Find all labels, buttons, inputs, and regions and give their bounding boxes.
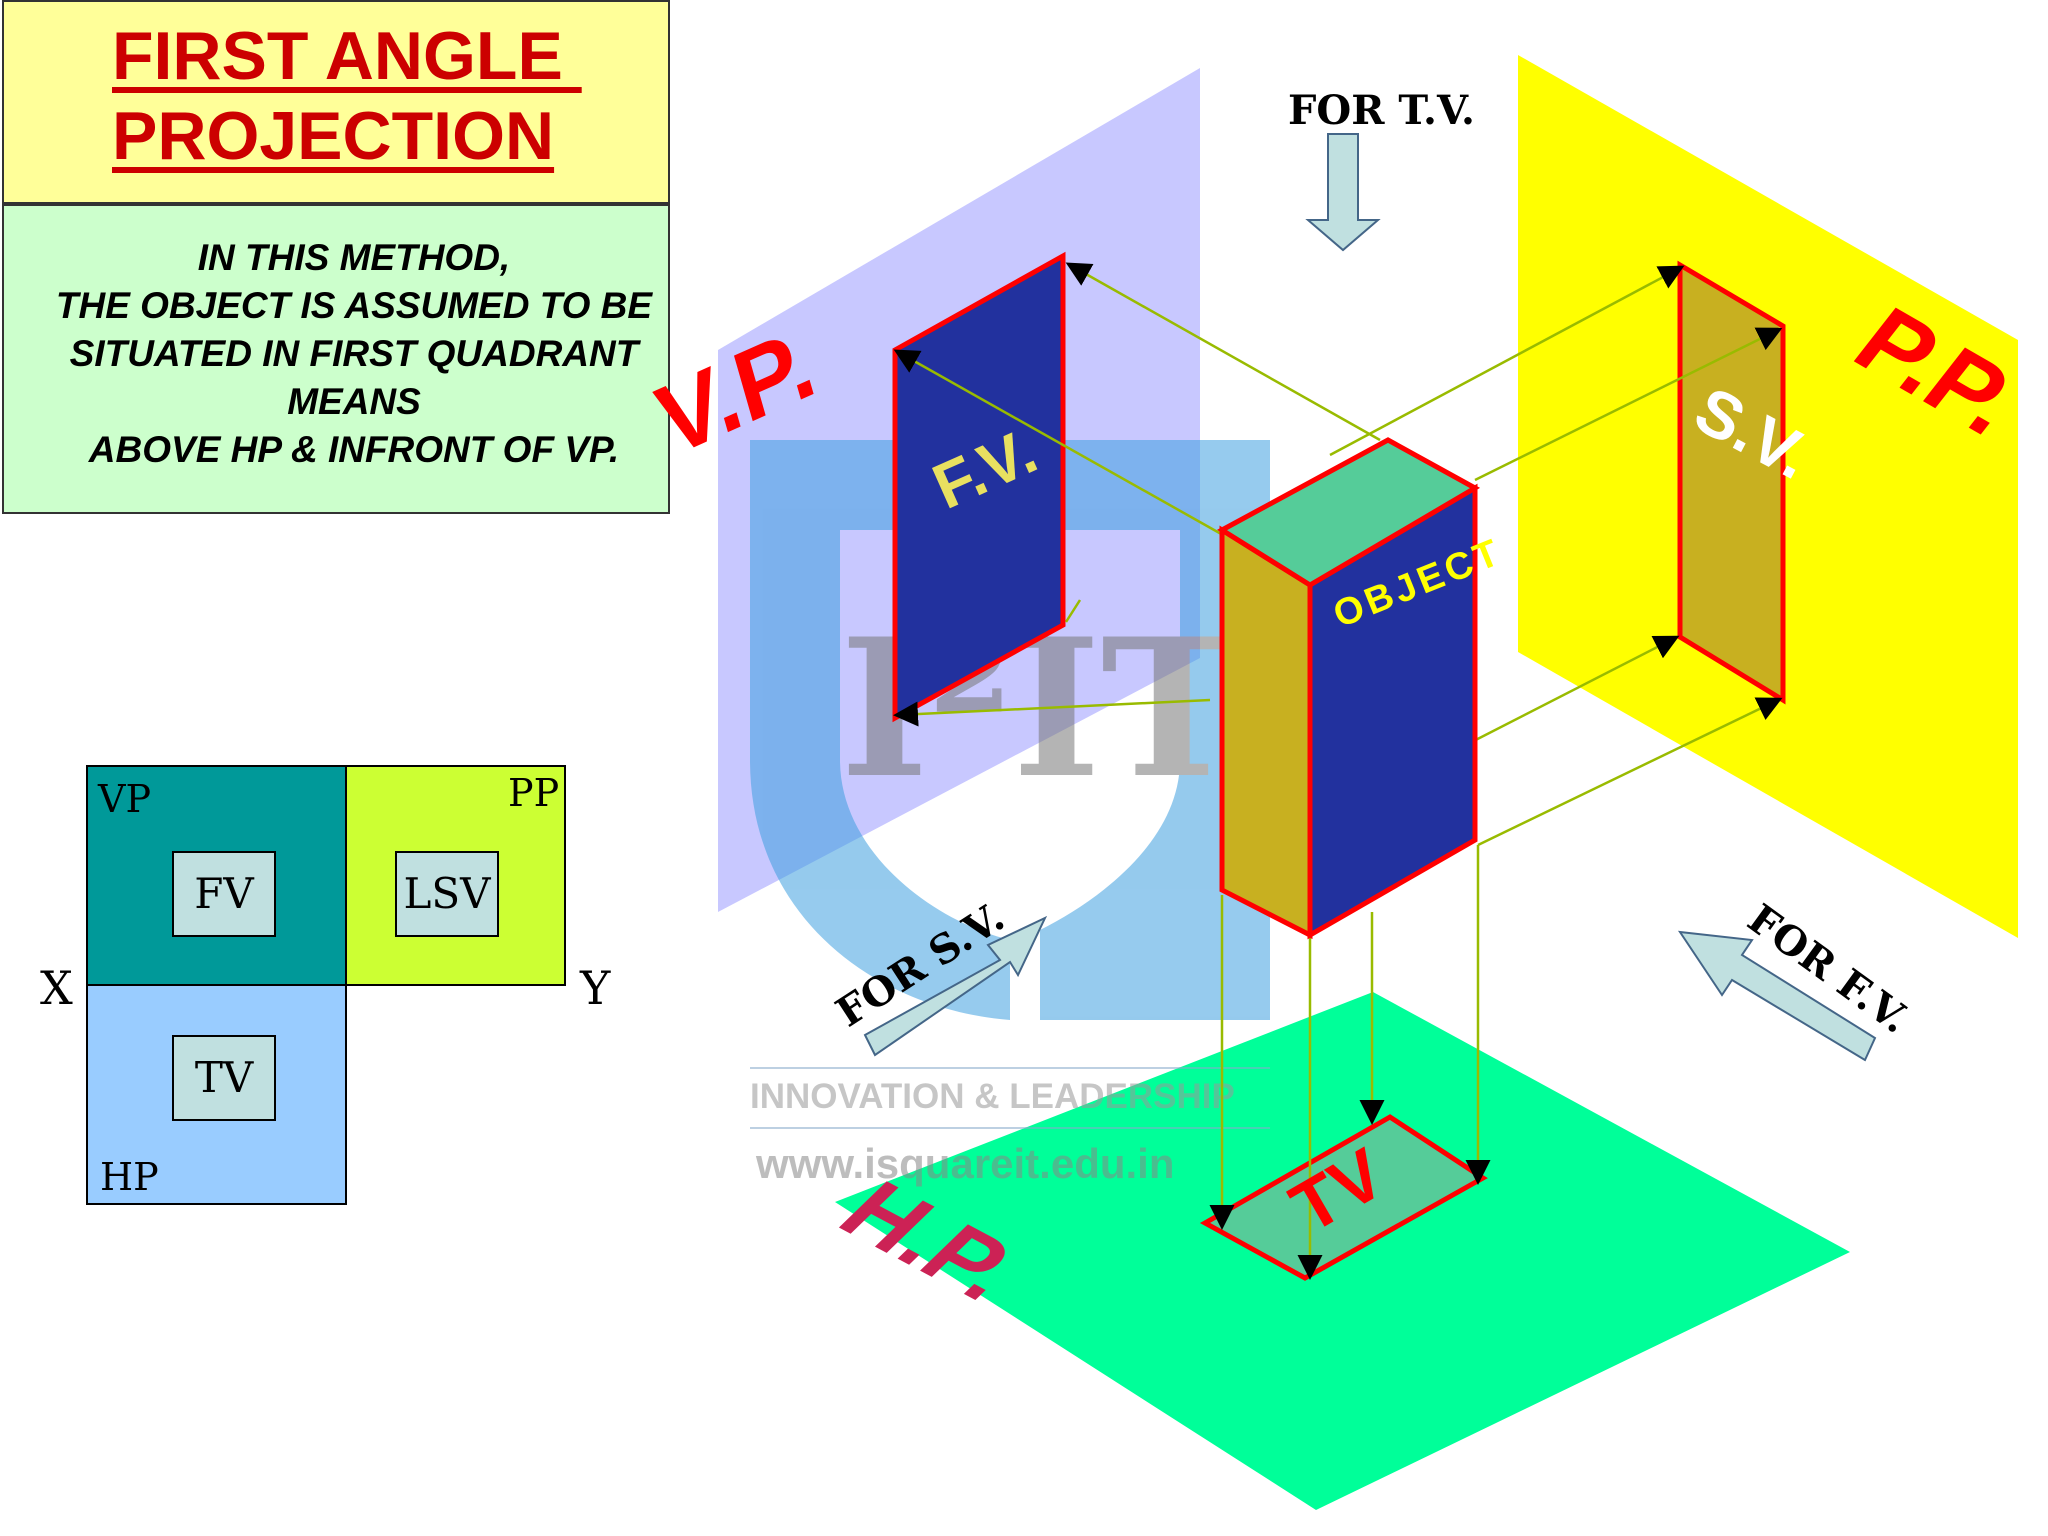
- tv-arrow-icon: [1305, 133, 1381, 252]
- layout-lsv-label: LSV: [404, 869, 492, 918]
- page-title: FIRST ANGLE PROJECTION: [112, 16, 582, 176]
- description-line: MEANS: [287, 381, 421, 422]
- projector-lines: [893, 262, 1783, 1280]
- layout-fv-label: FV: [194, 869, 254, 918]
- object-top-face: [1217, 437, 1481, 588]
- tv-direction-label: FOR T.V.: [1288, 87, 1475, 134]
- object-side-face: [1219, 525, 1313, 940]
- layout-vp-label: VP: [97, 777, 151, 821]
- layout-hp-label: HP: [100, 1155, 159, 1199]
- layout-fv-box: [172, 851, 276, 937]
- title-line-1: FIRST ANGLE: [112, 18, 582, 94]
- watermark-shield-icon: [750, 440, 1270, 1020]
- layout-tv-label: TV: [195, 1053, 254, 1102]
- fv-direction: FOR F.V.: [1677, 895, 1918, 1062]
- layout-diagram: VP PP HP X Y FV LSV TV: [40, 765, 611, 1205]
- object-block: [1217, 437, 1481, 940]
- sv-arrow-icon: [863, 915, 1048, 1057]
- title-line-2: PROJECTION: [112, 98, 555, 174]
- layout-pp-label: PP: [508, 771, 559, 815]
- description-line: SITUATED IN FIRST QUADRANT: [69, 333, 639, 374]
- description-box: IN THIS METHOD, THE OBJECT IS ASSUMED TO…: [2, 204, 670, 514]
- watermark-url: www.isquareit.edu.in: [755, 1140, 1175, 1187]
- description-line: THE OBJECT IS ASSUMED TO BE: [55, 285, 653, 326]
- description-line: ABOVE HP & INFRONT OF VP.: [88, 429, 620, 470]
- front-view: [892, 251, 1066, 723]
- layout-tv-box: [172, 1035, 276, 1121]
- layout-lsv-box: [395, 851, 499, 937]
- layout-x-label: X: [40, 961, 73, 1015]
- tv-direction: FOR T.V.: [1288, 87, 1475, 252]
- description-line: IN THIS METHOD,: [197, 237, 511, 278]
- side-view: [1677, 260, 1786, 705]
- title-box: FIRST ANGLE PROJECTION: [2, 0, 670, 204]
- fv-arrow-icon: [1677, 930, 1877, 1062]
- watermark-tagline: INNOVATION & LEADERSHIP: [750, 1077, 1235, 1116]
- layout-y-label: Y: [579, 961, 611, 1015]
